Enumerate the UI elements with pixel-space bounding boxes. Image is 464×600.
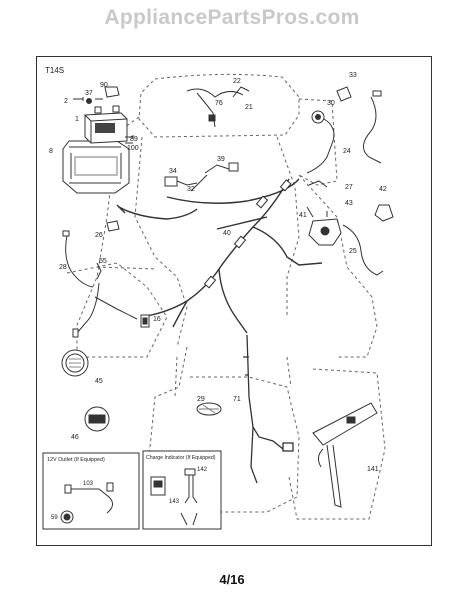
callout-90: 90 bbox=[100, 82, 108, 89]
watermark: AppliancePartsPros.com bbox=[104, 6, 360, 29]
callout-55: 55 bbox=[99, 258, 107, 265]
callout-141: 141 bbox=[367, 466, 379, 473]
callout-100: 100 bbox=[127, 145, 139, 152]
callout-39: 39 bbox=[217, 156, 225, 163]
battery-tray bbox=[62, 140, 130, 194]
ground-strap bbox=[308, 180, 328, 188]
callout-22: 22 bbox=[233, 78, 241, 85]
callout-26: 26 bbox=[95, 232, 103, 239]
callout-76: 76 bbox=[215, 100, 223, 107]
callout-labels: 90 2 37 1 8 100 89 22 21 76 33 30 24 34 … bbox=[49, 72, 387, 473]
ignition-switch bbox=[306, 86, 352, 174]
callout-37: 37 bbox=[85, 90, 93, 97]
callout-42: 42 bbox=[379, 186, 387, 193]
hour-meter bbox=[61, 349, 89, 377]
callout-29: 29 bbox=[197, 396, 205, 403]
callout-30: 30 bbox=[327, 100, 335, 107]
callout-8: 8 bbox=[49, 148, 53, 155]
hardware-screws bbox=[73, 97, 134, 144]
callout-21: 21 bbox=[245, 104, 253, 111]
brake-switch bbox=[190, 162, 239, 192]
callout-25: 25 bbox=[349, 248, 357, 255]
diagram-code: T14S bbox=[45, 66, 64, 75]
callout-1: 1 bbox=[75, 116, 79, 123]
seat-switch-harness bbox=[186, 86, 250, 128]
wire-harness-left bbox=[72, 282, 138, 338]
callout-32: 32 bbox=[187, 186, 195, 193]
terminal-cover bbox=[104, 86, 120, 98]
callout-34: 34 bbox=[169, 168, 177, 175]
callout-43: 43 bbox=[345, 200, 353, 207]
callout-142: 142 bbox=[197, 467, 208, 473]
wiring-diagram: T14S bbox=[42, 66, 394, 530]
charge-gauge bbox=[84, 406, 110, 432]
callout-27: 27 bbox=[345, 184, 353, 191]
lead-wire bbox=[363, 90, 382, 164]
callout-45: 45 bbox=[95, 378, 103, 385]
callout-40: 40 bbox=[223, 230, 231, 237]
battery bbox=[84, 105, 128, 144]
inset-charge-title: Charge Indicator (If Equipped) bbox=[146, 455, 216, 461]
rear-bracket bbox=[312, 402, 378, 508]
screw-55 bbox=[96, 262, 102, 280]
callout-24: 24 bbox=[343, 148, 351, 155]
rear-harness bbox=[243, 334, 294, 484]
wire-28 bbox=[62, 230, 94, 288]
starter-relay bbox=[164, 176, 198, 187]
solenoid-boot bbox=[374, 204, 394, 222]
callout-2: 2 bbox=[64, 98, 68, 105]
main-harness bbox=[116, 178, 323, 334]
callout-41: 41 bbox=[299, 212, 307, 219]
callout-59: 59 bbox=[51, 515, 58, 521]
callout-33: 33 bbox=[349, 72, 357, 79]
callout-71: 71 bbox=[233, 396, 241, 403]
inset-12v-outlet: 12V Outlet (If Equipped) 103 59 bbox=[42, 452, 140, 530]
pto-switch bbox=[140, 314, 150, 328]
inset-charge-indicator: Charge Indicator (If Equipped) 142 143 bbox=[142, 450, 222, 530]
diagram-frame: T14S bbox=[36, 56, 432, 546]
callout-103: 103 bbox=[83, 481, 94, 487]
page-number: 4/16 bbox=[219, 572, 245, 587]
callout-28: 28 bbox=[59, 264, 67, 271]
inset-outlet-title: 12V Outlet (If Equipped) bbox=[47, 457, 105, 463]
callout-16: 16 bbox=[153, 316, 161, 323]
harness-ties bbox=[203, 179, 292, 289]
callout-46: 46 bbox=[71, 434, 79, 441]
starter-solenoid bbox=[306, 206, 342, 246]
battery-cable bbox=[342, 224, 384, 276]
fuse-holder bbox=[196, 402, 222, 416]
callout-89: 89 bbox=[130, 136, 138, 143]
callout-143: 143 bbox=[169, 499, 180, 505]
connector-26 bbox=[106, 220, 120, 232]
